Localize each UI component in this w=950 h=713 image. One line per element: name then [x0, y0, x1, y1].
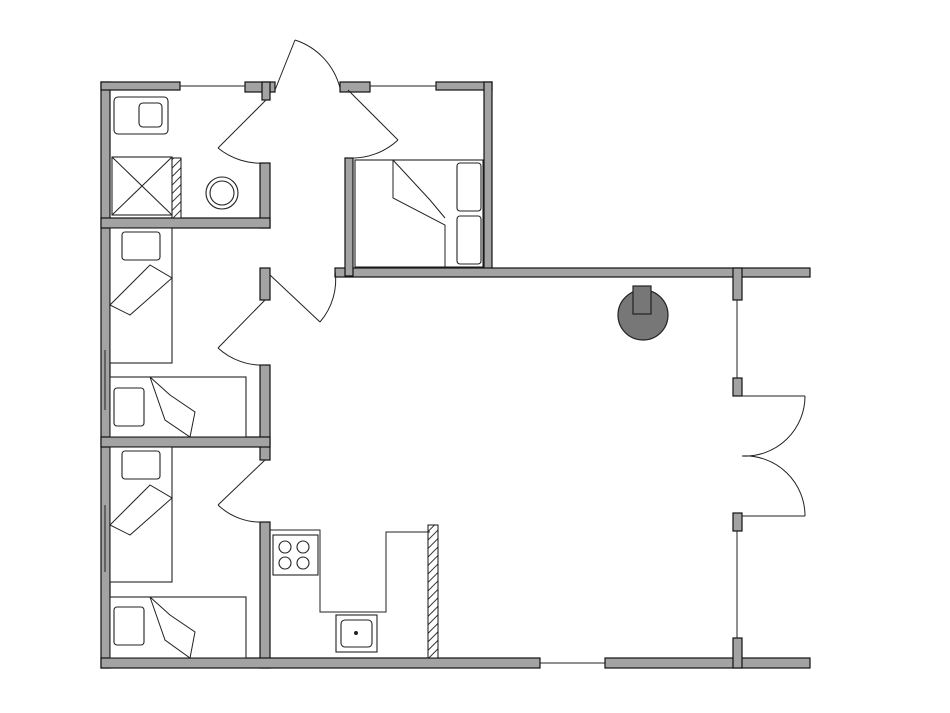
doors — [217, 39, 806, 523]
stove — [272, 534, 319, 576]
beds — [109, 159, 484, 659]
bathroom — [111, 96, 239, 216]
fireplace — [617, 285, 669, 341]
kitchen — [270, 529, 430, 653]
windows — [104, 85, 738, 664]
